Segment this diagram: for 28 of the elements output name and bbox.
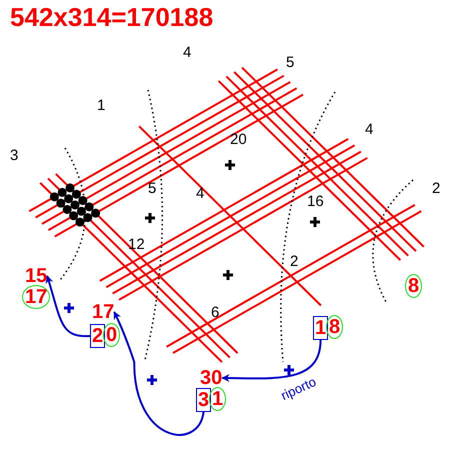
circled-digit: 17 — [22, 285, 50, 309]
region-count: 6 — [211, 305, 220, 320]
region-count: 16 — [307, 194, 324, 209]
carry-arrow — [221, 340, 322, 382]
circled-digit: 8 — [405, 274, 422, 298]
boxed-digit: 1 — [313, 316, 328, 340]
line-count: 4 — [365, 122, 374, 137]
carry-arrow — [113, 311, 205, 436]
carry-arrow — [46, 275, 90, 338]
line-count: 5 — [286, 55, 294, 70]
partial-sum: 30 — [200, 368, 222, 388]
line-count: 1 — [97, 98, 106, 113]
line-count: 3 — [10, 148, 18, 163]
circled-digit: 0 — [103, 323, 120, 347]
line-count: 2 — [432, 181, 440, 196]
title: 542x314=170188 — [10, 4, 214, 30]
circled-digit: 8 — [326, 315, 344, 339]
partial-sum: 15 — [25, 266, 48, 286]
region-count: 2 — [290, 254, 298, 269]
region-count: 4 — [196, 186, 204, 201]
region-count: 12 — [128, 237, 145, 252]
circled-digit: 1 — [209, 387, 226, 411]
region-count: 20 — [230, 132, 247, 147]
line-count: 4 — [183, 45, 192, 60]
boxed-digit: 3 — [196, 388, 212, 412]
boxed-digit: 2 — [90, 324, 106, 348]
partial-sum: 17 — [92, 302, 114, 322]
region-count: 5 — [148, 181, 156, 196]
